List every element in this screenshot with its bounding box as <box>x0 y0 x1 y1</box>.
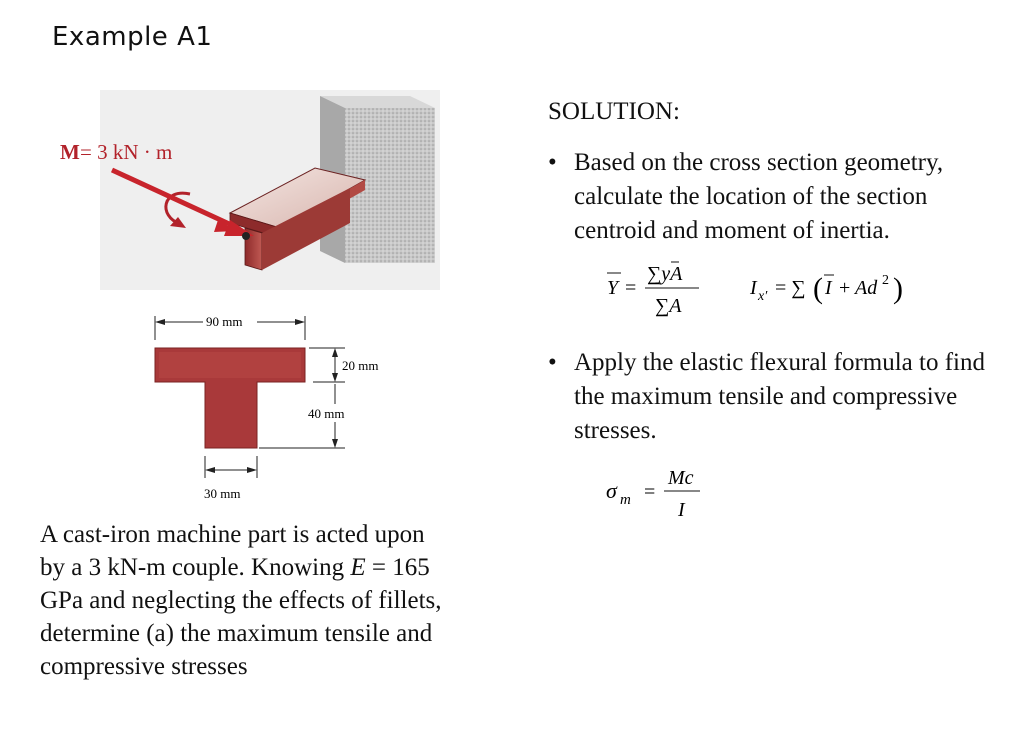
svg-text:(: ( <box>813 272 823 305</box>
moment-vector-head <box>224 220 254 236</box>
moment-vector-head2 <box>214 220 236 232</box>
ybar-symbol: Y <box>607 277 620 299</box>
svg-text:I: I <box>824 277 833 299</box>
solution-step-2-text: Apply the elastic flexural formula to fi… <box>574 349 985 444</box>
solution-step-1: • Based on the cross section geometry, c… <box>548 146 1008 248</box>
wall-front <box>345 108 435 263</box>
svg-text:x′: x′ <box>757 289 768 304</box>
svg-text:=: = <box>625 277 636 299</box>
problem-line: determine (a) the maximum tensile and <box>40 620 433 647</box>
svg-text:): ) <box>893 272 903 305</box>
flexural-denominator: I <box>677 499 686 521</box>
beam-figure: M = 3 kN · m <box>60 90 440 290</box>
t-section <box>154 347 306 449</box>
svg-text:+: + <box>839 277 850 299</box>
solution-heading: SOLUTION: <box>548 98 680 125</box>
wall-top <box>320 96 435 108</box>
svg-text:= ∑: = ∑ <box>775 277 806 299</box>
slide-title: Example A1 <box>52 22 213 52</box>
solution-step-1-text: Based on the cross section geometry, cal… <box>574 149 944 244</box>
moment-label: = 3 kN · m <box>80 140 172 164</box>
couple-arrowhead <box>170 217 186 228</box>
ybar-denominator: ∑A <box>655 295 682 317</box>
svg-text:Ad: Ad <box>853 277 878 299</box>
dim-flange-label: 20 mm <box>342 358 378 373</box>
dim-stem-label: 30 mm <box>204 486 240 501</box>
sigma-symbol: σ <box>606 478 618 503</box>
problem-line: GPa and neglecting the effects of fillet… <box>40 587 442 614</box>
problem-line: A cast-iron machine part is acted upon <box>40 521 425 548</box>
bullet-icon: • <box>548 149 557 176</box>
solution-step-2: • Apply the elastic flexural formula to … <box>548 346 1008 448</box>
dim-width-label: 90 mm <box>206 314 242 329</box>
moment-vector-shaft <box>110 167 240 231</box>
flexural-formula: σ m = Mc I <box>606 467 700 521</box>
svg-text:2: 2 <box>882 273 889 288</box>
inertia-symbol: I <box>749 277 758 299</box>
stem-side <box>262 188 350 270</box>
dim-depth-label: 40 mm <box>308 406 344 421</box>
moment-symbol: M <box>60 140 80 164</box>
cross-section-figure: 90 mm 20 mm 40 mm 30 mm <box>154 314 378 501</box>
problem-statement: A cast-iron machine part is acted upon b… <box>40 518 520 683</box>
bullet-icon: • <box>548 349 557 376</box>
svg-text:=: = <box>644 481 655 503</box>
modulus-variable: E <box>350 554 366 581</box>
ybar-numerator: ∑yA <box>647 263 683 285</box>
problem-line: by a 3 kN-m couple. Knowing E = 165 <box>40 554 430 581</box>
centroid-formula: Y = ∑yA ∑A I x′ = ∑ ( I + Ad 2 ) <box>607 261 903 317</box>
problem-line: compressive stresses <box>40 653 248 680</box>
flexural-numerator: Mc <box>667 467 694 489</box>
sigma-subscript: m <box>620 492 631 508</box>
